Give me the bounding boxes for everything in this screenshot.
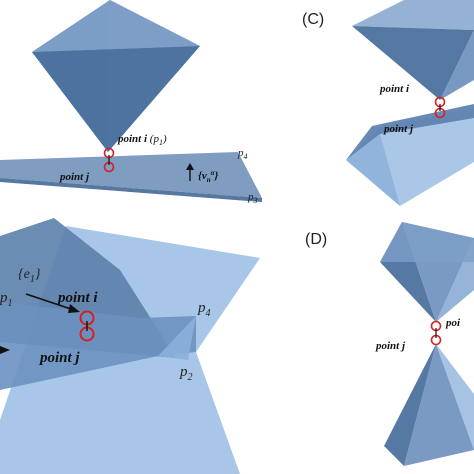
pyramid-a-front-face [32,46,200,152]
label-point-j-b: point j [38,350,80,366]
label-vn-close: } [214,170,219,182]
label-p2-b: p2 [179,364,193,383]
pyramid-c-right-face [440,30,474,100]
label-point-i-p1: point i (p1) [117,133,167,147]
label-point-i-d: poi [445,317,461,329]
arrow-stub-b [0,346,10,354]
label-e1-text: {e [18,267,30,282]
pyramid-d-upper-top [380,222,474,262]
label-p1-b-text: p [0,290,8,306]
panel-b: {e1} p1 point i point j p4 p2 [0,218,260,474]
label-p1-subscript: 1 [159,138,163,147]
label-p4-a: p4 [237,147,248,161]
label-p2-b-text: p [179,364,188,380]
pyramid-c-top [352,0,474,30]
label-p3-a-text: p [247,191,254,203]
label-point-j-a: point j [59,171,90,183]
label-p2-b-subscript: 2 [188,372,193,383]
plate-b-lower-block [0,302,196,390]
pyramid-a-top-face [32,0,200,52]
label-point-i-text: point [117,133,144,145]
pyramid-c-left-face [352,26,474,100]
label-point-j-d: point j [375,340,406,352]
pyramid-d-lower-right [436,344,474,450]
pyramid-d-lower-left [384,344,436,466]
edge-arrow-e1 [25,293,75,311]
panel-a: point i (p1) point j p4 p3 {vnα} [0,0,262,205]
plate-a-edge [0,178,262,202]
label-point-i-b: point i [56,290,98,306]
label-p4-b: p4 [197,300,211,319]
label-vn-subscript: n [207,176,211,184]
panel-c: (C) point i point j [302,0,474,206]
label-vn-superscript: α [211,169,215,177]
plate-a [0,152,262,198]
panel-label-c: (C) [302,11,324,28]
label-point-i-letter: i [144,133,148,145]
plate-c-side [346,134,400,206]
label-p3-a: p3 [247,191,258,205]
label-p1-prefix: (p [147,133,159,145]
label-p4-b-subscript: 4 [206,308,211,319]
plate-b-wedge [158,316,196,360]
edge-arrowhead-e1 [68,304,80,313]
label-p1-close: ) [162,133,167,145]
label-e1-close: } [35,267,41,282]
label-e1-subscript: 1 [30,274,35,285]
plate-c-front [346,104,474,160]
label-p1-b: p1 [0,290,13,309]
pyramid-d-lower-mid [404,344,474,466]
panel-d: (D) poi point j [305,222,474,466]
label-point-j-a-letter: j [84,171,90,183]
label-point-i-c: point i [379,83,410,95]
normal-arrowhead-a [186,163,194,170]
panel-label-d: (D) [305,231,327,248]
label-p1-b-subscript: 1 [8,298,13,309]
label-p4-b-text: p [197,300,206,316]
label-point-j-a-text: point [59,171,86,183]
label-e1: {e1} [18,267,41,285]
label-p4-a-text: p [237,147,244,159]
label-vn-text: {v [198,170,207,182]
label-p4-a-subscript: 4 [244,152,248,161]
label-p3-a-subscript: 3 [253,196,258,205]
label-vn: {vnα} [198,169,219,184]
label-point-j-c: point j [383,123,414,135]
